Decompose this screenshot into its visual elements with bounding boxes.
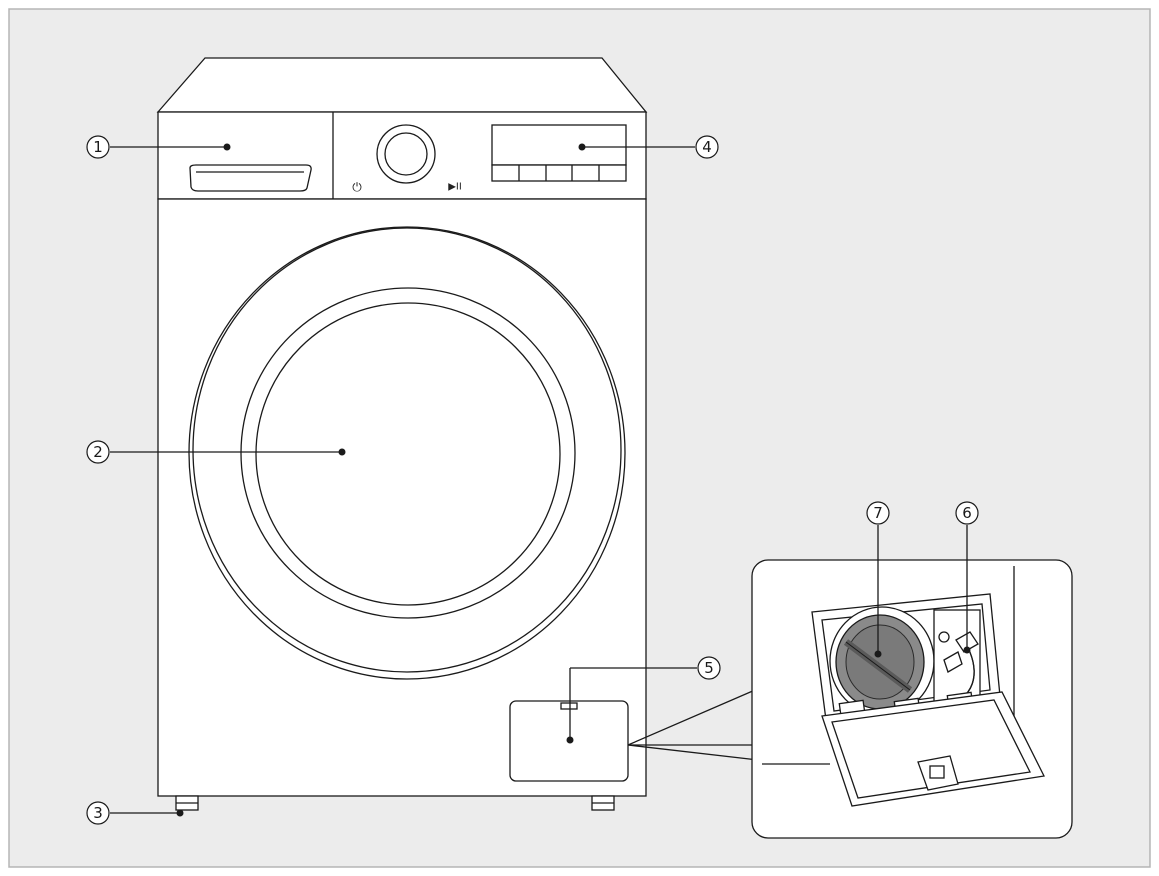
detergent-drawer-handle [189, 164, 312, 192]
svg-text:2: 2 [93, 443, 103, 461]
display-panel [491, 124, 627, 166]
svg-text:3: 3 [93, 804, 103, 822]
callout-4: 4 [695, 135, 719, 159]
start-pause-icon: ▶II [448, 182, 462, 193]
drain-hose-plug [943, 651, 963, 673]
inset-opening-inner [821, 603, 991, 712]
zoom-connector [627, 689, 759, 761]
washing-machine: ⏻ ▶II [156, 57, 648, 811]
door-glass-inner [255, 302, 561, 606]
callout-5: 5 [697, 656, 721, 680]
door-outer-ring-shadow [192, 227, 622, 673]
callout-leaders [110, 143, 971, 817]
power-icon: ⏻ [352, 180, 362, 194]
svg-text:7: 7 [873, 504, 883, 522]
callout-6: 6 [955, 501, 979, 525]
program-knob-inner [384, 132, 428, 176]
filter-inset [751, 559, 1073, 839]
machine-top [156, 57, 648, 113]
inset-open-cover-inner [831, 699, 1031, 799]
svg-text:4: 4 [702, 138, 712, 156]
display-buttons [491, 164, 627, 182]
svg-text:6: 6 [962, 504, 972, 522]
callout-2: 2 [86, 440, 110, 464]
hose-clip [938, 631, 950, 643]
callout-1: 1 [86, 135, 110, 159]
inset-cover-latch-slot [929, 765, 945, 779]
pump-filter-cover-tab [560, 702, 578, 710]
inset-open-cover [821, 691, 1045, 807]
door-glass-outer [240, 287, 576, 619]
callout-3: 3 [86, 801, 110, 825]
svg-text:5: 5 [704, 659, 714, 677]
callout-7: 7 [866, 501, 890, 525]
svg-text:1: 1 [93, 138, 103, 156]
pump-filter-cap-grip-edge [845, 641, 911, 691]
